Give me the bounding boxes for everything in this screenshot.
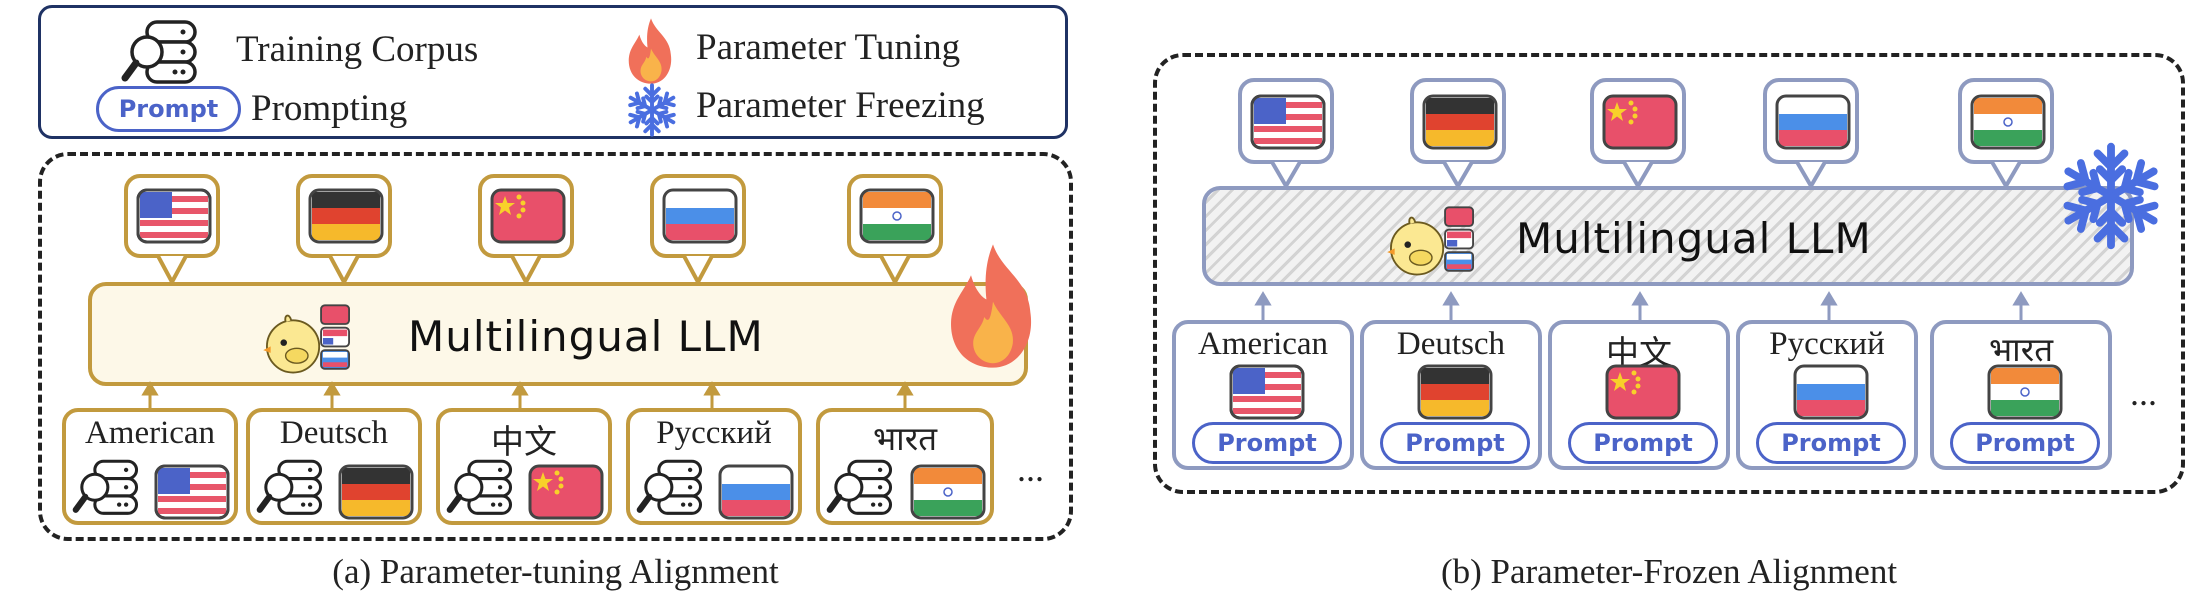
more-languages-ellipsis: ... [1017,449,1044,489]
snowflake-icon [2055,140,2167,252]
output-bubble-ru [650,174,746,258]
flag-de-icon [1417,364,1493,420]
prompt-box-american: American Prompt [1172,320,1354,470]
flag-de-icon [308,188,384,244]
flag-ru-icon [718,464,794,520]
prompt-badge: Prompt [1380,422,1530,464]
flag-us-icon [136,188,212,244]
prompt-badge: Prompt [1950,422,2100,464]
prompt-badge: Prompt [1192,422,1342,464]
flag-ru-icon [1775,94,1851,150]
multilingual-llm-frozen: Multilingual LLM [1202,186,2134,286]
flag-cn-icon [1602,94,1678,150]
flag-de-icon [1422,94,1498,150]
database-search-icon [256,456,326,522]
legend-prompting: Prompting [251,88,408,129]
language-label: Русский [656,415,772,451]
flag-cn-icon [1605,364,1681,420]
corpus-box-deutsch: Deutsch [246,408,422,525]
llm-label: Multilingual LLM [1516,214,1872,263]
legend-training-corpus: Training Corpus [236,29,479,70]
prompt-box-deutsch: Deutsch Prompt [1360,320,1542,470]
flag-in-icon [910,464,986,520]
legend-parameter-freezing: Parameter Freezing [696,85,985,126]
flag-in-icon [859,188,935,244]
flag-in-icon [1970,94,2046,150]
database-search-icon [636,456,706,522]
corpus-box-chinese: 中文 [436,408,612,525]
database-search-icon [72,456,142,522]
panel-parameter-frozen [1153,53,2185,494]
language-label: Deutsch [279,415,389,451]
flag-cn-icon [528,464,604,520]
prompt-box-russian: Русский Prompt [1736,320,1918,470]
fire-icon [935,240,1051,372]
flag-cn-icon [490,188,566,244]
language-label: भारत [1988,330,2054,369]
snowflake-icon [624,82,680,138]
language-label: भारत [872,419,938,458]
panel-parameter-tuning [38,152,1073,541]
flag-de-icon [338,464,414,520]
prompt-box-chinese: 中文 Prompt [1548,320,1730,470]
legend-parameter-tuning: Parameter Tuning [696,27,961,68]
output-bubble-cn [478,174,574,258]
output-bubble-in [847,174,943,258]
legend-box: Training Corpus Prompt Prompting Paramet… [38,5,1068,139]
flag-us-icon [154,464,230,520]
database-search-icon [826,456,896,522]
more-languages-ellipsis: ... [2130,373,2157,413]
output-bubble-us [124,174,220,258]
language-label: American [1197,326,1329,362]
multilingual-llm-tuning: Multilingual LLM [88,282,1028,386]
prompt-box-hindi: भारत Prompt [1930,320,2112,470]
fire-icon [621,16,681,86]
database-search-icon [121,16,201,92]
llm-label: Multilingual LLM [408,312,764,361]
corpus-box-american: American [62,408,238,525]
language-label: American [84,415,216,451]
language-label: Deutsch [1396,326,1506,362]
caption-a: (a) Parameter-tuning Alignment [332,552,779,591]
prompt-badge: Prompt [1568,422,1718,464]
chick-icon [260,296,356,380]
corpus-box-russian: Русский [626,408,802,525]
output-bubble-us [1238,78,1334,164]
flag-us-icon [1229,364,1305,420]
caption-b: (b) Parameter-Frozen Alignment [1440,552,1898,591]
output-bubble-de [1410,78,1506,164]
output-bubble-cn [1590,78,1686,164]
prompt-badge: Prompt [1756,422,1906,464]
language-label: Русский [1769,326,1885,362]
chick-icon [1384,198,1480,282]
database-search-icon [446,456,516,522]
output-bubble-ru [1763,78,1859,164]
language-label: 中文 [491,422,557,461]
flag-ru-icon [1793,364,1869,420]
flag-in-icon [1987,364,2063,420]
output-bubble-de [296,174,392,258]
output-bubble-in [1958,78,2054,164]
legend-prompt-badge: Prompt [96,86,241,132]
flag-us-icon [1250,94,1326,150]
flag-ru-icon [662,188,738,244]
corpus-box-hindi: भारत [816,408,994,525]
